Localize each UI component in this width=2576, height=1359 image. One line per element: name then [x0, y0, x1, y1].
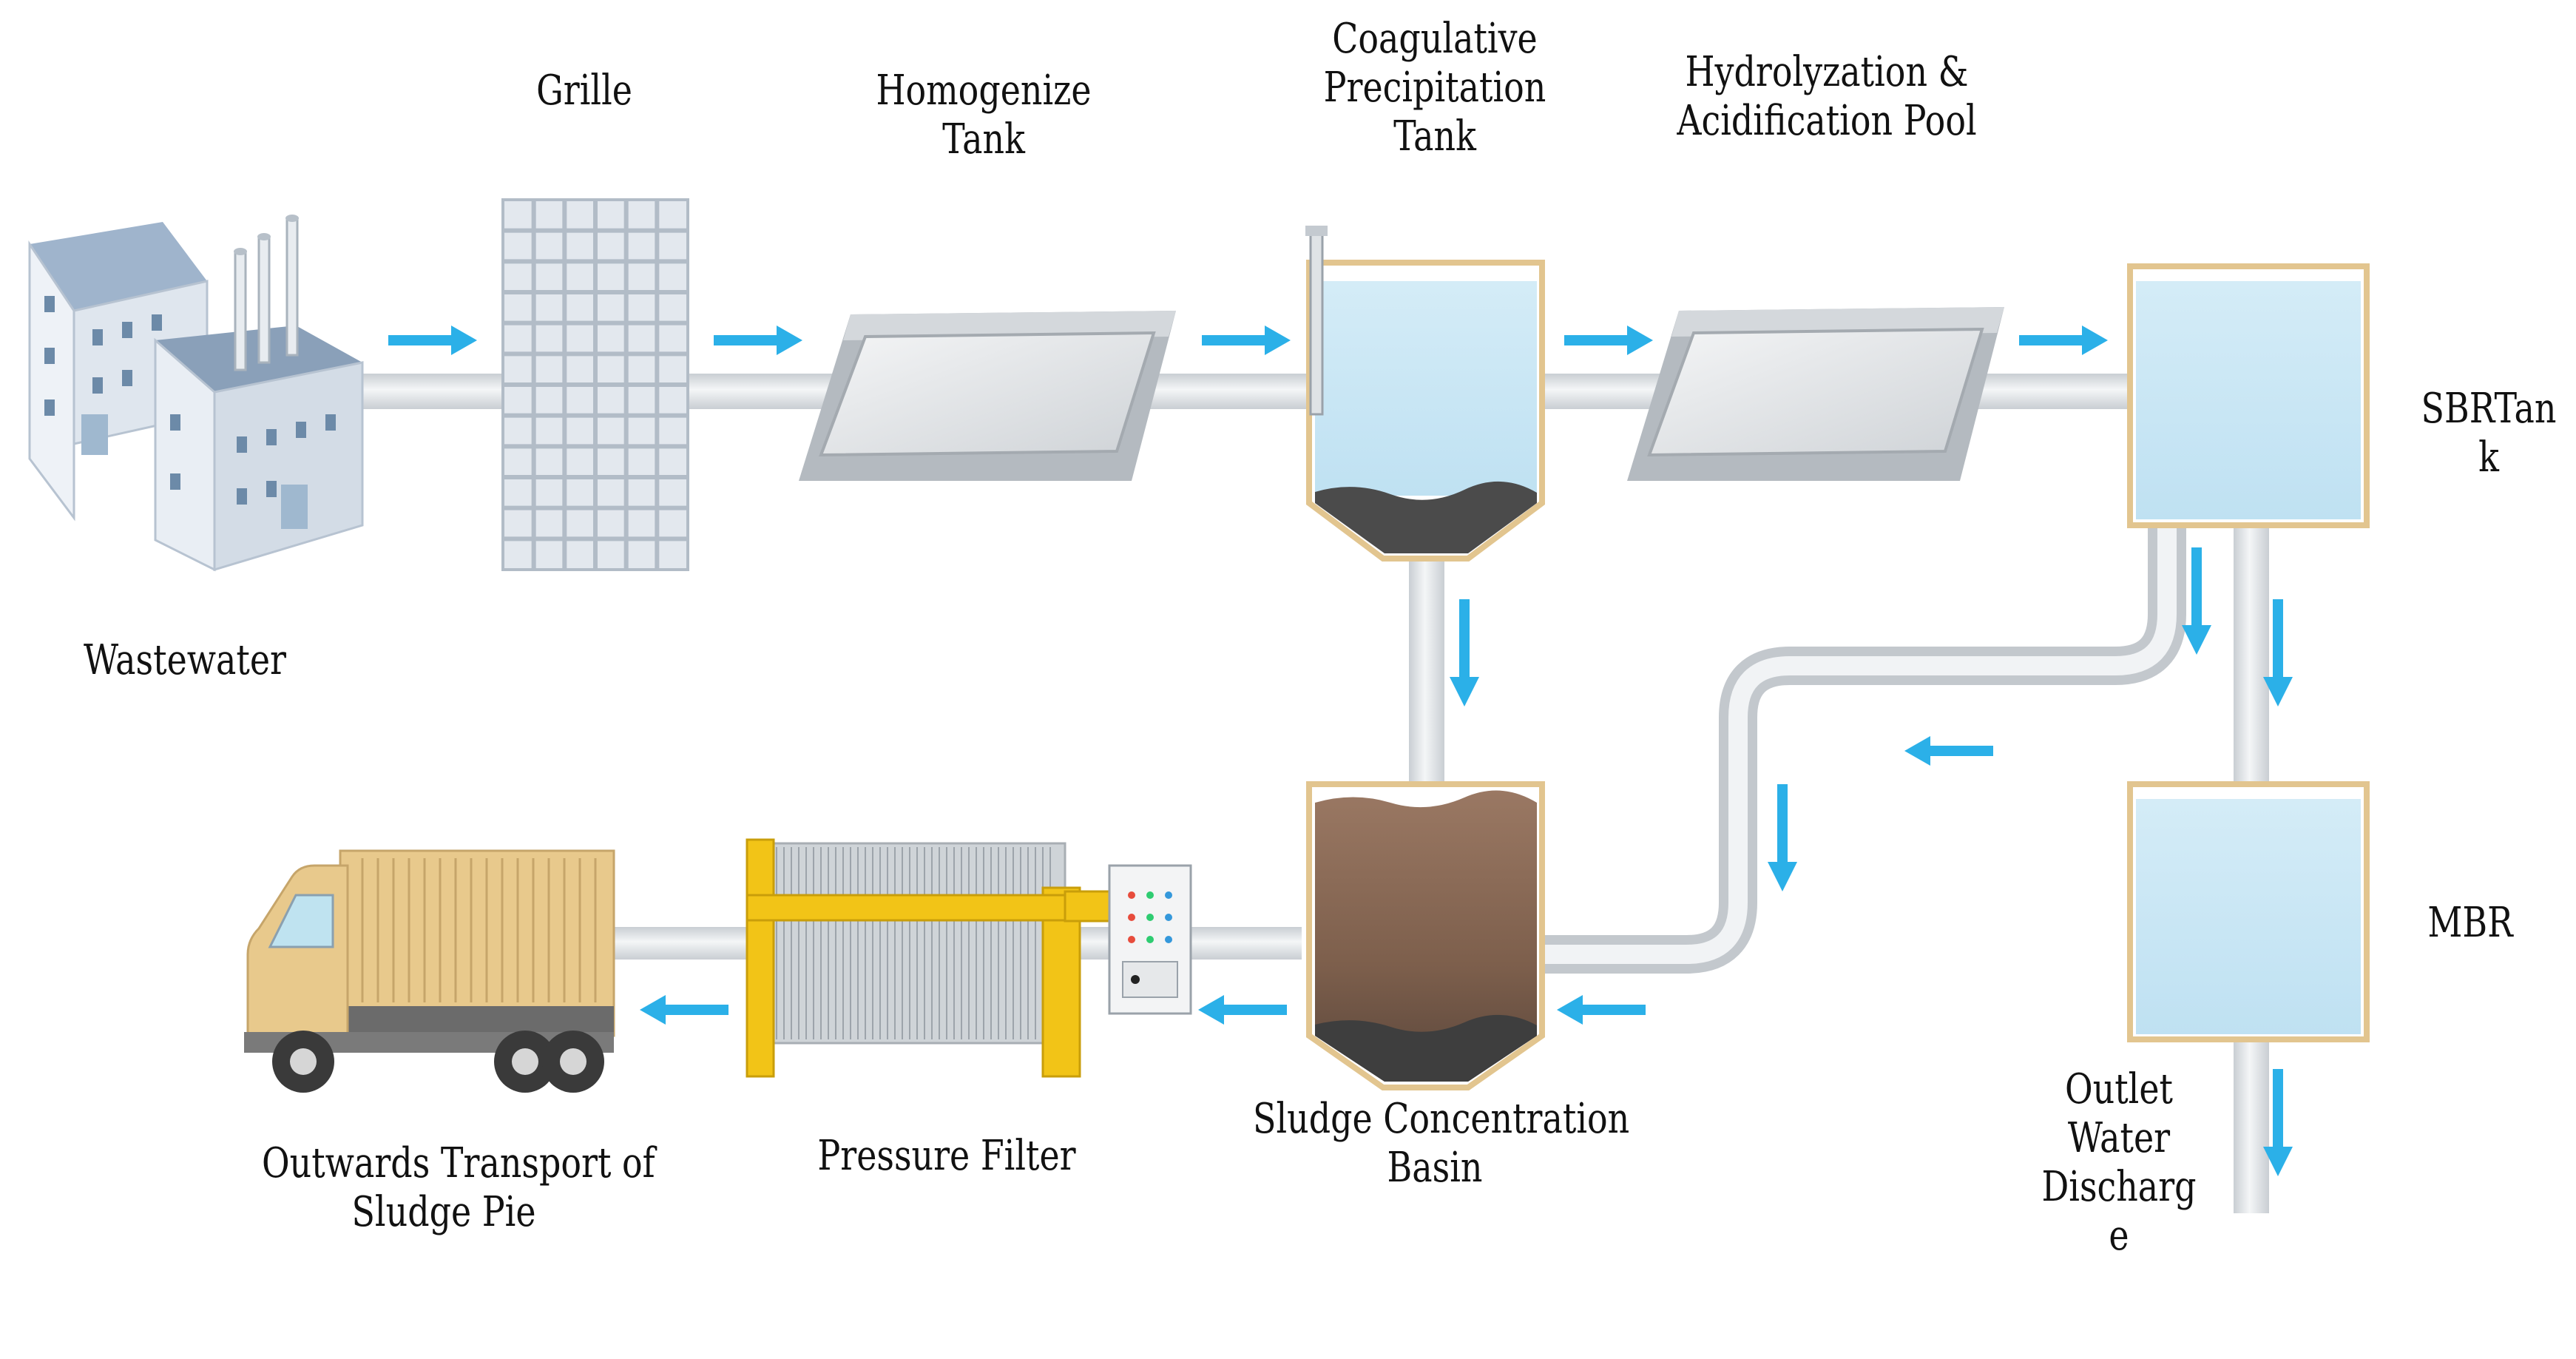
label-pressure-filter: Pressure Filter: [817, 1132, 1076, 1180]
sbr-to-mbr-pipe: [2234, 522, 2269, 788]
coagulative-tank-icon: [1305, 226, 1545, 562]
label-sbr-tank: SBRTan k: [2421, 385, 2557, 482]
outlet-pipe: [2234, 1036, 2269, 1213]
label-outwards-transport: Outwards Transport of Sludge Pie: [262, 1139, 655, 1237]
label-outlet-water-discharge: Outlet Water Discharg e: [2041, 1065, 2197, 1261]
arrow-grille-to-homogenize: [714, 326, 802, 355]
label-hydrolyzation-pool: Hydrolyzation & Acidification Pool: [1677, 48, 1977, 146]
label-grille: Grille: [536, 67, 632, 115]
coag-to-sludge-pipe: [1409, 559, 1444, 803]
label-sludge-concentration-basin: Sludge Concentration Basin: [1253, 1095, 1630, 1193]
sbr-tank-icon: [2127, 263, 2370, 528]
homogenize-tank-icon: [799, 311, 1176, 481]
arrow-return-pipe-left: [1904, 736, 1993, 766]
arrow-homogenize-to-coag: [1202, 326, 1291, 355]
arrow-filter-to-truck: [640, 995, 728, 1025]
arrow-outlet-discharge: [2263, 1069, 2293, 1176]
label-coagulative-tank: Coagulative Precipitation Tank: [1323, 15, 1546, 161]
press-filter-icon: [746, 838, 1192, 1078]
arrow-return-pipe-down: [1768, 784, 1797, 891]
mbr-tank-icon: [2127, 781, 2370, 1042]
label-wastewater: Wastewater: [83, 636, 287, 684]
arrow-factory-to-grille: [388, 326, 477, 355]
arrow-coag-to-sludge: [1450, 599, 1479, 707]
hydrolyzation-pool-icon: [1627, 307, 2004, 481]
truck-icon: [244, 849, 615, 1093]
label-mbr: MBR: [2427, 899, 2513, 947]
arrow-basin-to-filter: [1198, 995, 1287, 1025]
flow-arrows: [388, 326, 2293, 1176]
arrow-sbr-to-mbr: [2263, 599, 2293, 707]
arrow-hydro-to-sbr: [2019, 326, 2108, 355]
factory-icon: [28, 215, 364, 572]
grille-icon: [501, 198, 689, 571]
arrow-coag-to-hydro: [1564, 326, 1653, 355]
arrow-sbr-return: [2182, 547, 2211, 655]
arrow-return-to-basin: [1557, 995, 1646, 1025]
label-homogenize-tank: Homogenize Tank: [876, 67, 1092, 164]
return-sludge-pipe: [1542, 522, 2186, 974]
sludge-basin-icon: [1306, 781, 1545, 1090]
